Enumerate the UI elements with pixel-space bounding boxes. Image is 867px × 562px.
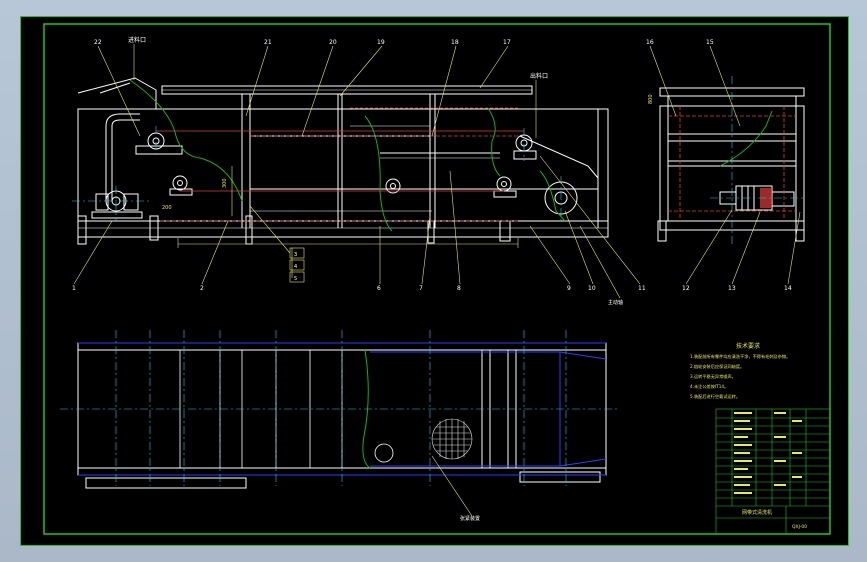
- technical-notes: 1.装配前所有零件均应清洗干净，不得有毛刺及杂物。 2.链轮安装后应保证同轴度。…: [690, 353, 790, 400]
- svg-text:4.未注公差按IT14。: 4.未注公差按IT14。: [690, 383, 728, 390]
- svg-text:1.装配前所有零件均应清洗干净，不得有毛刺及杂物。: 1.装配前所有零件均应清洗干净，不得有毛刺及杂物。: [690, 353, 790, 360]
- callout-4: 4: [294, 264, 297, 270]
- cad-drawing: 300 200 进料口 出料口 22 21 20 19 18 17 1 2 3 …: [20, 16, 849, 546]
- svg-text:3.运转平稳无异常噪声。: 3.运转平稳无异常噪声。: [690, 373, 736, 380]
- inner-frame: [43, 23, 831, 535]
- dimension-side: 800: [648, 94, 654, 104]
- parts-list-entries: [734, 412, 802, 494]
- callout-8: 8: [457, 285, 461, 292]
- callout-19: 19: [377, 39, 385, 46]
- front-view-chain-lines: [156, 107, 524, 222]
- front-view-belt-curves: [129, 79, 566, 232]
- callout-6: 6: [377, 285, 381, 292]
- callout-20: 20: [329, 39, 337, 46]
- callout-12: 12: [682, 285, 690, 292]
- callout-13: 13: [728, 285, 736, 292]
- side-callout-leaders: [649, 45, 801, 285]
- title-block-drawing-no: QXJ-00: [792, 524, 807, 530]
- drain-outlet: [374, 443, 394, 463]
- plan-view-belt: [78, 342, 607, 476]
- callout-7: 7: [419, 285, 423, 292]
- callout-11: 11: [638, 285, 646, 292]
- plan-view-belt-curve: [362, 349, 371, 469]
- parts-list: [715, 408, 831, 535]
- callout-10: 10: [588, 285, 596, 292]
- svg-text:5.装配后进行空载试运转。: 5.装配后进行空载试运转。: [690, 393, 740, 400]
- callout-5: 5: [294, 276, 297, 282]
- dimension-small: 200: [162, 205, 172, 211]
- callout-18: 18: [451, 39, 459, 46]
- side-view: [657, 87, 805, 242]
- callout-1: 1: [72, 285, 76, 292]
- callout-15: 15: [706, 39, 714, 46]
- filter-screen: [431, 418, 473, 460]
- callout-2: 2: [200, 285, 204, 292]
- callout-17: 17: [503, 39, 511, 46]
- outlet-label: 出料口: [530, 72, 548, 80]
- drawing-sheet: 300 200 进料口 出料口 22 21 20 19 18 17 1 2 3 …: [20, 16, 849, 546]
- dimension-left: 300: [222, 178, 228, 188]
- callout-3: 3: [294, 252, 297, 258]
- plan-view-centerlines: [60, 330, 620, 486]
- tension-device-label: 张紧装置: [460, 515, 480, 522]
- notes-title: 技术要求: [736, 342, 760, 350]
- outer-frame: [20, 16, 849, 546]
- bottom-callout-leaders: [73, 155, 641, 285]
- callout-9: 9: [567, 285, 571, 292]
- inlet-label: 进料口: [128, 36, 146, 44]
- front-view-dimensions: [177, 166, 519, 248]
- driven-shaft-label: 主动轴: [608, 299, 623, 306]
- tension-leader: [431, 455, 473, 517]
- svg-text:2.链轮安装后应保证同轴度。: 2.链轮安装后应保证同轴度。: [690, 363, 744, 370]
- side-view-belt-curve: [719, 110, 773, 167]
- callout-16: 16: [646, 39, 654, 46]
- callout-22: 22: [94, 39, 102, 46]
- callout-14: 14: [784, 285, 792, 292]
- top-callout-leaders: [97, 45, 509, 137]
- title-block-name: 网带式清洗机: [742, 509, 772, 516]
- front-view-centerlines: [72, 126, 562, 221]
- callout-21: 21: [264, 39, 272, 46]
